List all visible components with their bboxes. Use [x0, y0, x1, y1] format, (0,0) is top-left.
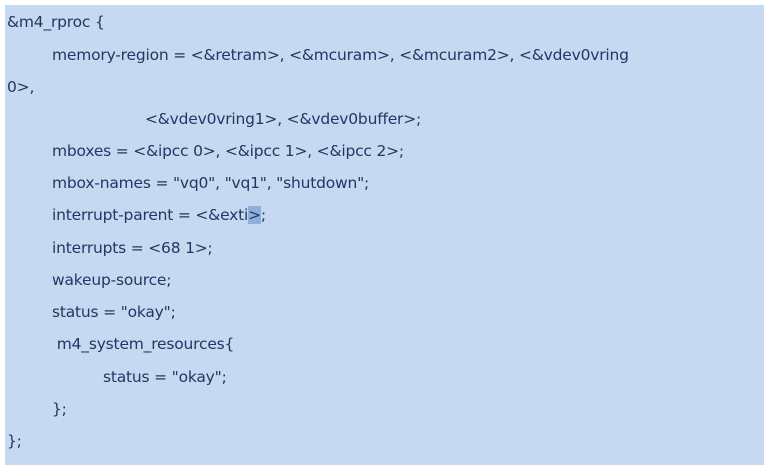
- code-line-1: &m4_rproc {: [7, 13, 105, 31]
- code-line-5: mboxes = <&ipcc 0>, <&ipcc 1>, <&ipcc 2>…: [52, 142, 404, 160]
- code-line-4: <&vdev0vring1>, <&vdev0buffer>;: [145, 110, 422, 128]
- code-text: interrupt-parent = <&exti: [52, 206, 249, 224]
- code-line-3: 0>,: [7, 78, 35, 96]
- code-line-9: wakeup-source;: [52, 271, 172, 289]
- code-line-6: mbox-names = "vq0", "vq1", "shutdown";: [52, 174, 370, 192]
- code-line-7: interrupt-parent = <&exti>;: [52, 205, 266, 225]
- code-line-11: m4_system_resources{: [52, 335, 235, 353]
- code-line-2: memory-region = <&retram>, <&mcuram>, <&…: [52, 46, 629, 64]
- code-line-13: };: [52, 400, 67, 418]
- code-text: ;: [260, 206, 266, 224]
- text-selection-highlight: >: [248, 206, 261, 224]
- code-block[interactable]: &m4_rproc { memory-region = <&retram>, <…: [5, 5, 764, 465]
- code-line-8: interrupts = <68 1>;: [52, 239, 213, 257]
- code-line-14: };: [7, 432, 22, 450]
- code-line-12: status = "okay";: [103, 368, 227, 386]
- code-line-10: status = "okay";: [52, 303, 176, 321]
